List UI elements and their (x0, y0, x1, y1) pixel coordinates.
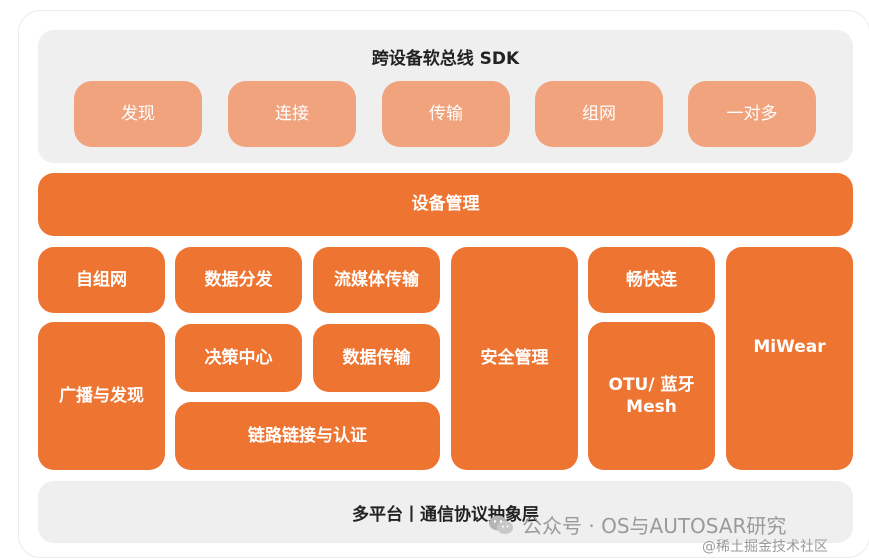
miwear-box: MiWear (726, 247, 853, 470)
juejin-watermark: @稀土掘金技术社区 (702, 539, 828, 555)
streaming-transmission-box: 流媒体传输 (313, 247, 440, 313)
sdk-title: 跨设备软总线 SDK (371, 49, 520, 69)
smooth-connect-box: 畅快连 (588, 247, 715, 313)
otu-bluetooth-label: OTU/ 蓝牙 (608, 374, 695, 395)
decision-center-box: 决策中心 (175, 324, 302, 392)
link-auth-box: 链路链接与认证 (175, 402, 440, 470)
otu-bluetooth-mesh-box: OTU/ 蓝牙 Mesh (588, 322, 715, 470)
sdk-item-transmit: 传输 (382, 81, 510, 147)
mesh-label: Mesh (626, 397, 677, 417)
broadcast-discovery-box: 广播与发现 (38, 322, 165, 470)
wechat-watermark-text: 公众号 · OS与AUTOSAR研究 (522, 514, 787, 538)
sdk-item-one-to-many: 一对多 (688, 81, 816, 147)
sdk-item-discover: 发现 (74, 81, 202, 147)
self-networking-box: 自组网 (38, 247, 165, 313)
data-transmission-box: 数据传输 (313, 324, 440, 392)
protocol-abstraction-panel (38, 481, 853, 543)
miwear-label: MiWear (753, 337, 826, 357)
sdk-item-network: 组网 (535, 81, 663, 147)
data-distribution-box: 数据分发 (175, 247, 302, 313)
wechat-icon (489, 515, 513, 534)
security-management-box: 安全管理 (451, 247, 578, 470)
device-management-bar: 设备管理 (38, 173, 853, 236)
wechat-watermark: 公众号 · OS与AUTOSAR研究 (488, 510, 786, 539)
sdk-item-connect: 连接 (228, 81, 356, 147)
